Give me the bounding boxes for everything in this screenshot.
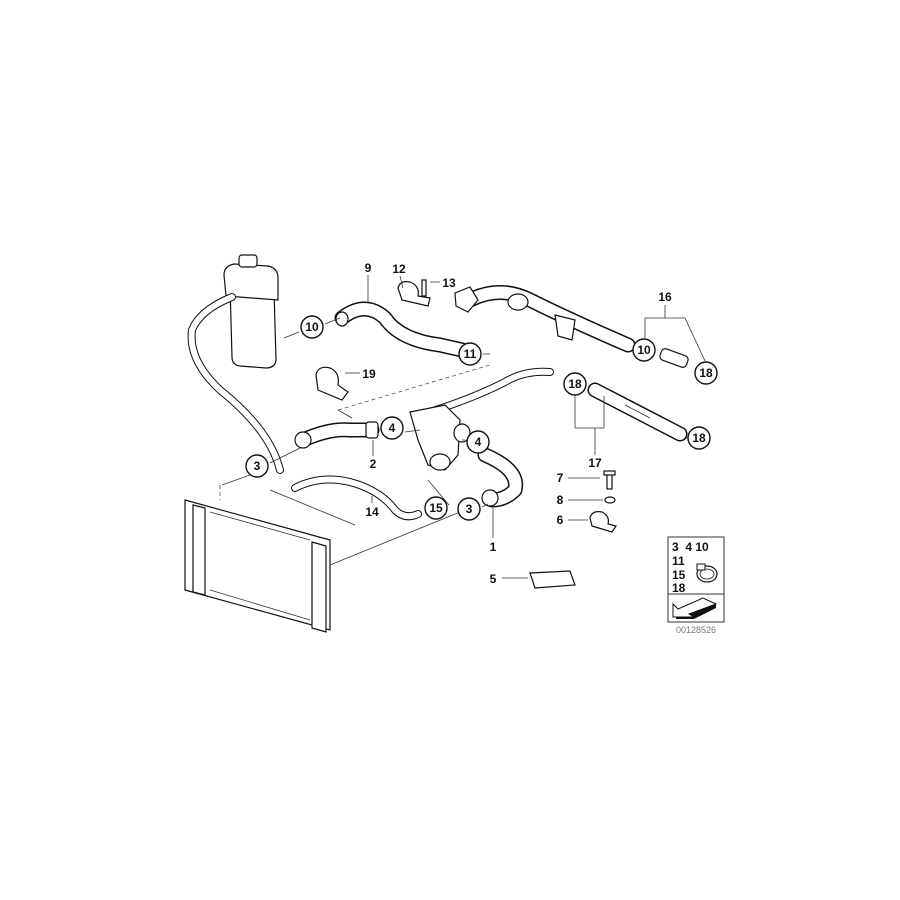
label-7: 7 [557, 471, 564, 485]
legend-row-3: 15 [672, 568, 686, 582]
legend-row-4: 18 [672, 581, 686, 595]
washer-8 [604, 496, 616, 504]
svg-text:18: 18 [699, 366, 713, 380]
callout-3: 3 [245, 454, 269, 478]
hose-clamp-legend-box: 3 4 10 11 15 18 [667, 536, 725, 623]
label-16: 16 [658, 290, 672, 304]
svg-text:18: 18 [568, 377, 582, 391]
callout-3: 3 [457, 497, 481, 521]
hose-17 [587, 382, 688, 442]
svg-text:4: 4 [475, 435, 482, 449]
legend-row-2: 11 [672, 554, 685, 568]
part-labels: 9 12 13 19 16 17 2 14 1 7 8 6 5 [362, 261, 672, 586]
svg-text:3: 3 [254, 459, 261, 473]
label-1: 1 [490, 540, 497, 554]
callout-4: 4 [380, 416, 404, 440]
callout-10: 10 [632, 338, 656, 362]
label-9: 9 [365, 261, 372, 275]
label-17: 17 [588, 456, 602, 470]
hose-clamp-icon [696, 563, 718, 583]
hose-1 [477, 447, 524, 508]
leader-lines [219, 275, 706, 579]
clamp-19 [315, 366, 349, 401]
hose-9 [334, 301, 470, 358]
callout-11: 11 [458, 342, 482, 366]
label-5: 5 [490, 572, 497, 586]
thermostat-housing [409, 404, 471, 471]
svg-text:3: 3 [466, 502, 473, 516]
callout-18: 18 [563, 372, 587, 396]
callout-4: 4 [466, 430, 490, 454]
bolt-7 [603, 470, 616, 490]
hose-2 [294, 421, 380, 449]
svg-text:10: 10 [305, 320, 319, 334]
radiator [184, 499, 331, 633]
bracket-5 [529, 570, 576, 589]
expansion-tank [223, 254, 279, 369]
legend-row-1: 3 4 10 [672, 540, 709, 554]
label-12: 12 [392, 262, 406, 276]
label-2: 2 [370, 457, 377, 471]
callout-15: 15 [424, 496, 448, 520]
svg-text:4: 4 [389, 421, 396, 435]
callout-18: 18 [694, 361, 718, 385]
drawing-number: 00128526 [676, 625, 716, 635]
label-6: 6 [557, 513, 564, 527]
svg-text:18: 18 [692, 431, 706, 445]
overflow-hose [187, 293, 284, 474]
label-19: 19 [362, 367, 376, 381]
svg-text:11: 11 [464, 347, 477, 361]
svg-text:15: 15 [429, 501, 443, 515]
coolant-pipe [454, 285, 636, 353]
label-14: 14 [365, 505, 379, 519]
arrow-icon [672, 597, 718, 619]
callout-10: 10 [300, 315, 324, 339]
svg-text:10: 10 [637, 343, 651, 357]
clamp-12 [397, 279, 431, 307]
callout-18: 18 [687, 426, 711, 450]
circled-callouts: 10 11 10 18 18 18 4 4 3 15 3 [245, 315, 718, 521]
sleeve-16 [659, 348, 689, 368]
label-13: 13 [442, 276, 456, 290]
hose-14 [291, 475, 422, 521]
clamp-6 [589, 511, 617, 533]
label-8: 8 [557, 493, 564, 507]
